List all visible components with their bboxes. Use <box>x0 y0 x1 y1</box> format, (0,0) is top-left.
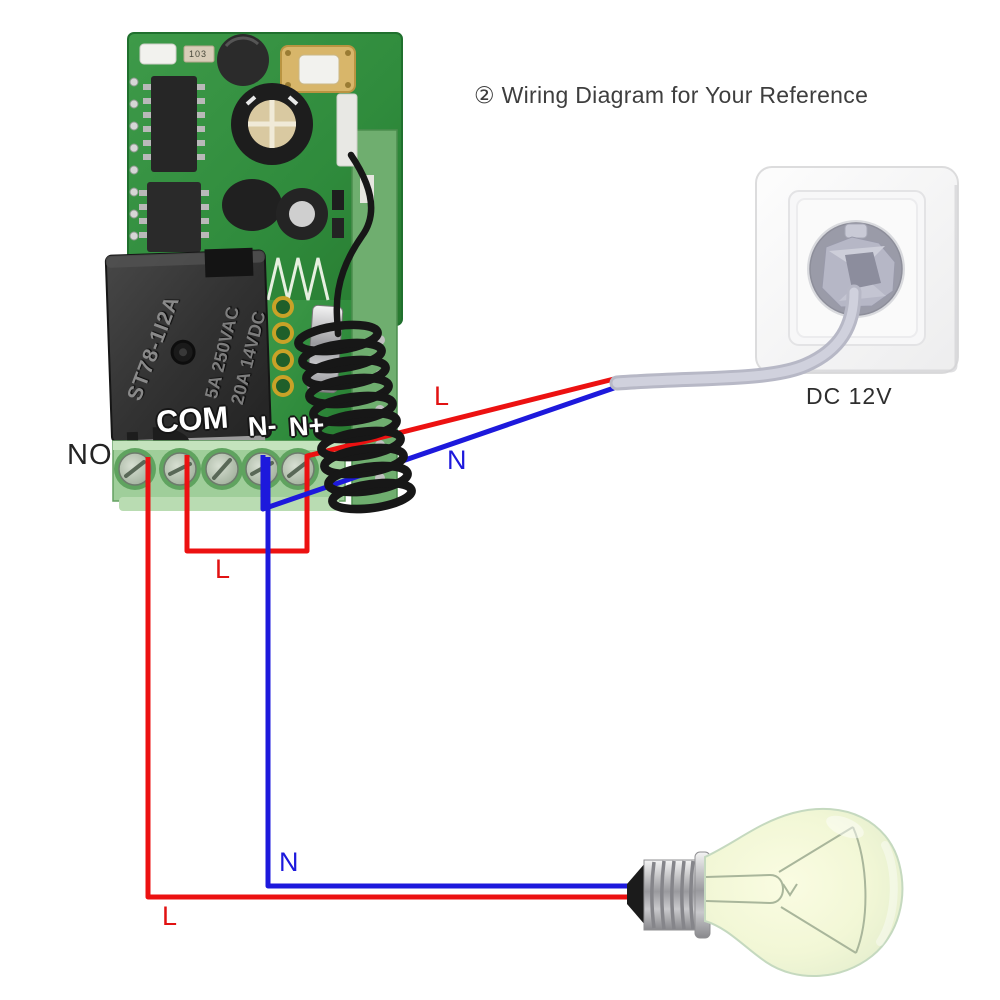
terminal-screws <box>114 448 319 490</box>
terminal-label-com: COM <box>154 399 230 440</box>
neutral-load-wire <box>265 457 629 889</box>
wall-socket-graphic <box>755 166 959 374</box>
power-source-label: DC 12V <box>806 383 893 409</box>
ic-chip-2 <box>139 182 209 252</box>
wire-label-neutral-feed: N <box>447 445 467 475</box>
wire-label-neutral-load: N <box>279 847 299 877</box>
live-feed-wire <box>184 376 615 554</box>
smd-part <box>336 93 358 167</box>
terminal-label-n-plus: N+ <box>287 409 326 443</box>
wiring-graphic <box>145 376 629 900</box>
light-bulb-graphic <box>627 807 904 978</box>
antenna-coil-graphic <box>294 151 416 514</box>
inductor <box>217 34 269 86</box>
bulb-contact-tip <box>627 862 646 926</box>
resistor-marking: 103 <box>189 49 208 59</box>
power-cable-graphic <box>609 284 862 391</box>
wire-label-live-jumper: L <box>215 554 231 584</box>
live-load-wire <box>145 457 629 900</box>
neutral-feed-wire <box>260 385 615 512</box>
resistor <box>183 45 215 63</box>
learning-button <box>280 45 356 93</box>
antenna-silkscreen <box>266 257 330 301</box>
plug-tab <box>844 223 868 239</box>
ic-chip <box>143 76 205 172</box>
bulb-glass <box>704 807 904 978</box>
header-holes <box>272 296 294 397</box>
wire-label-live-load: L <box>162 901 178 931</box>
terminal-label-n-minus: N- <box>246 410 278 442</box>
transistor-cluster <box>222 179 282 231</box>
bulb-filament <box>705 826 867 954</box>
diagram-title: ② Wiring Diagram for Your Reference <box>474 82 869 108</box>
terminal-label-no: NO <box>67 439 113 471</box>
wire-label-live-feed: L <box>434 381 450 411</box>
led <box>139 43 177 65</box>
receiver-module-graphic <box>104 32 403 511</box>
capacitor <box>231 83 313 165</box>
